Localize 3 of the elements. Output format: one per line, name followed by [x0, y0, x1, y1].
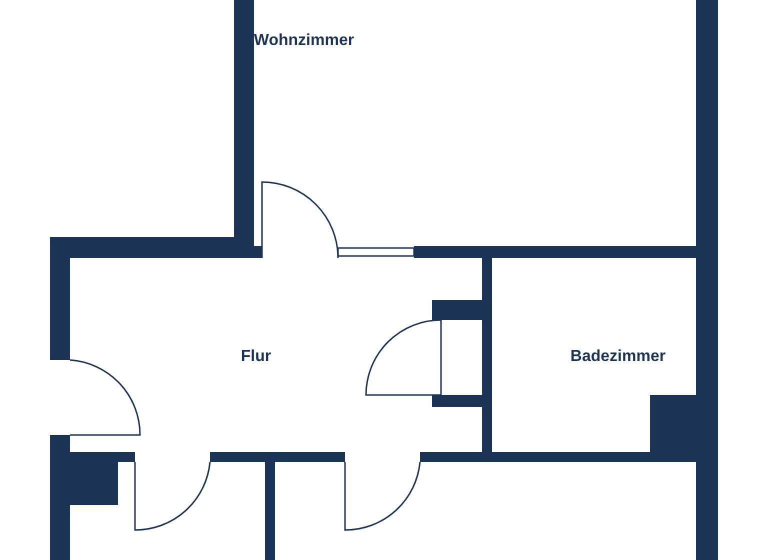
room-label: Flur: [240, 348, 272, 366]
room-label: Badezimmer: [570, 348, 666, 366]
room-label: Wohnzimmer: [254, 32, 354, 50]
